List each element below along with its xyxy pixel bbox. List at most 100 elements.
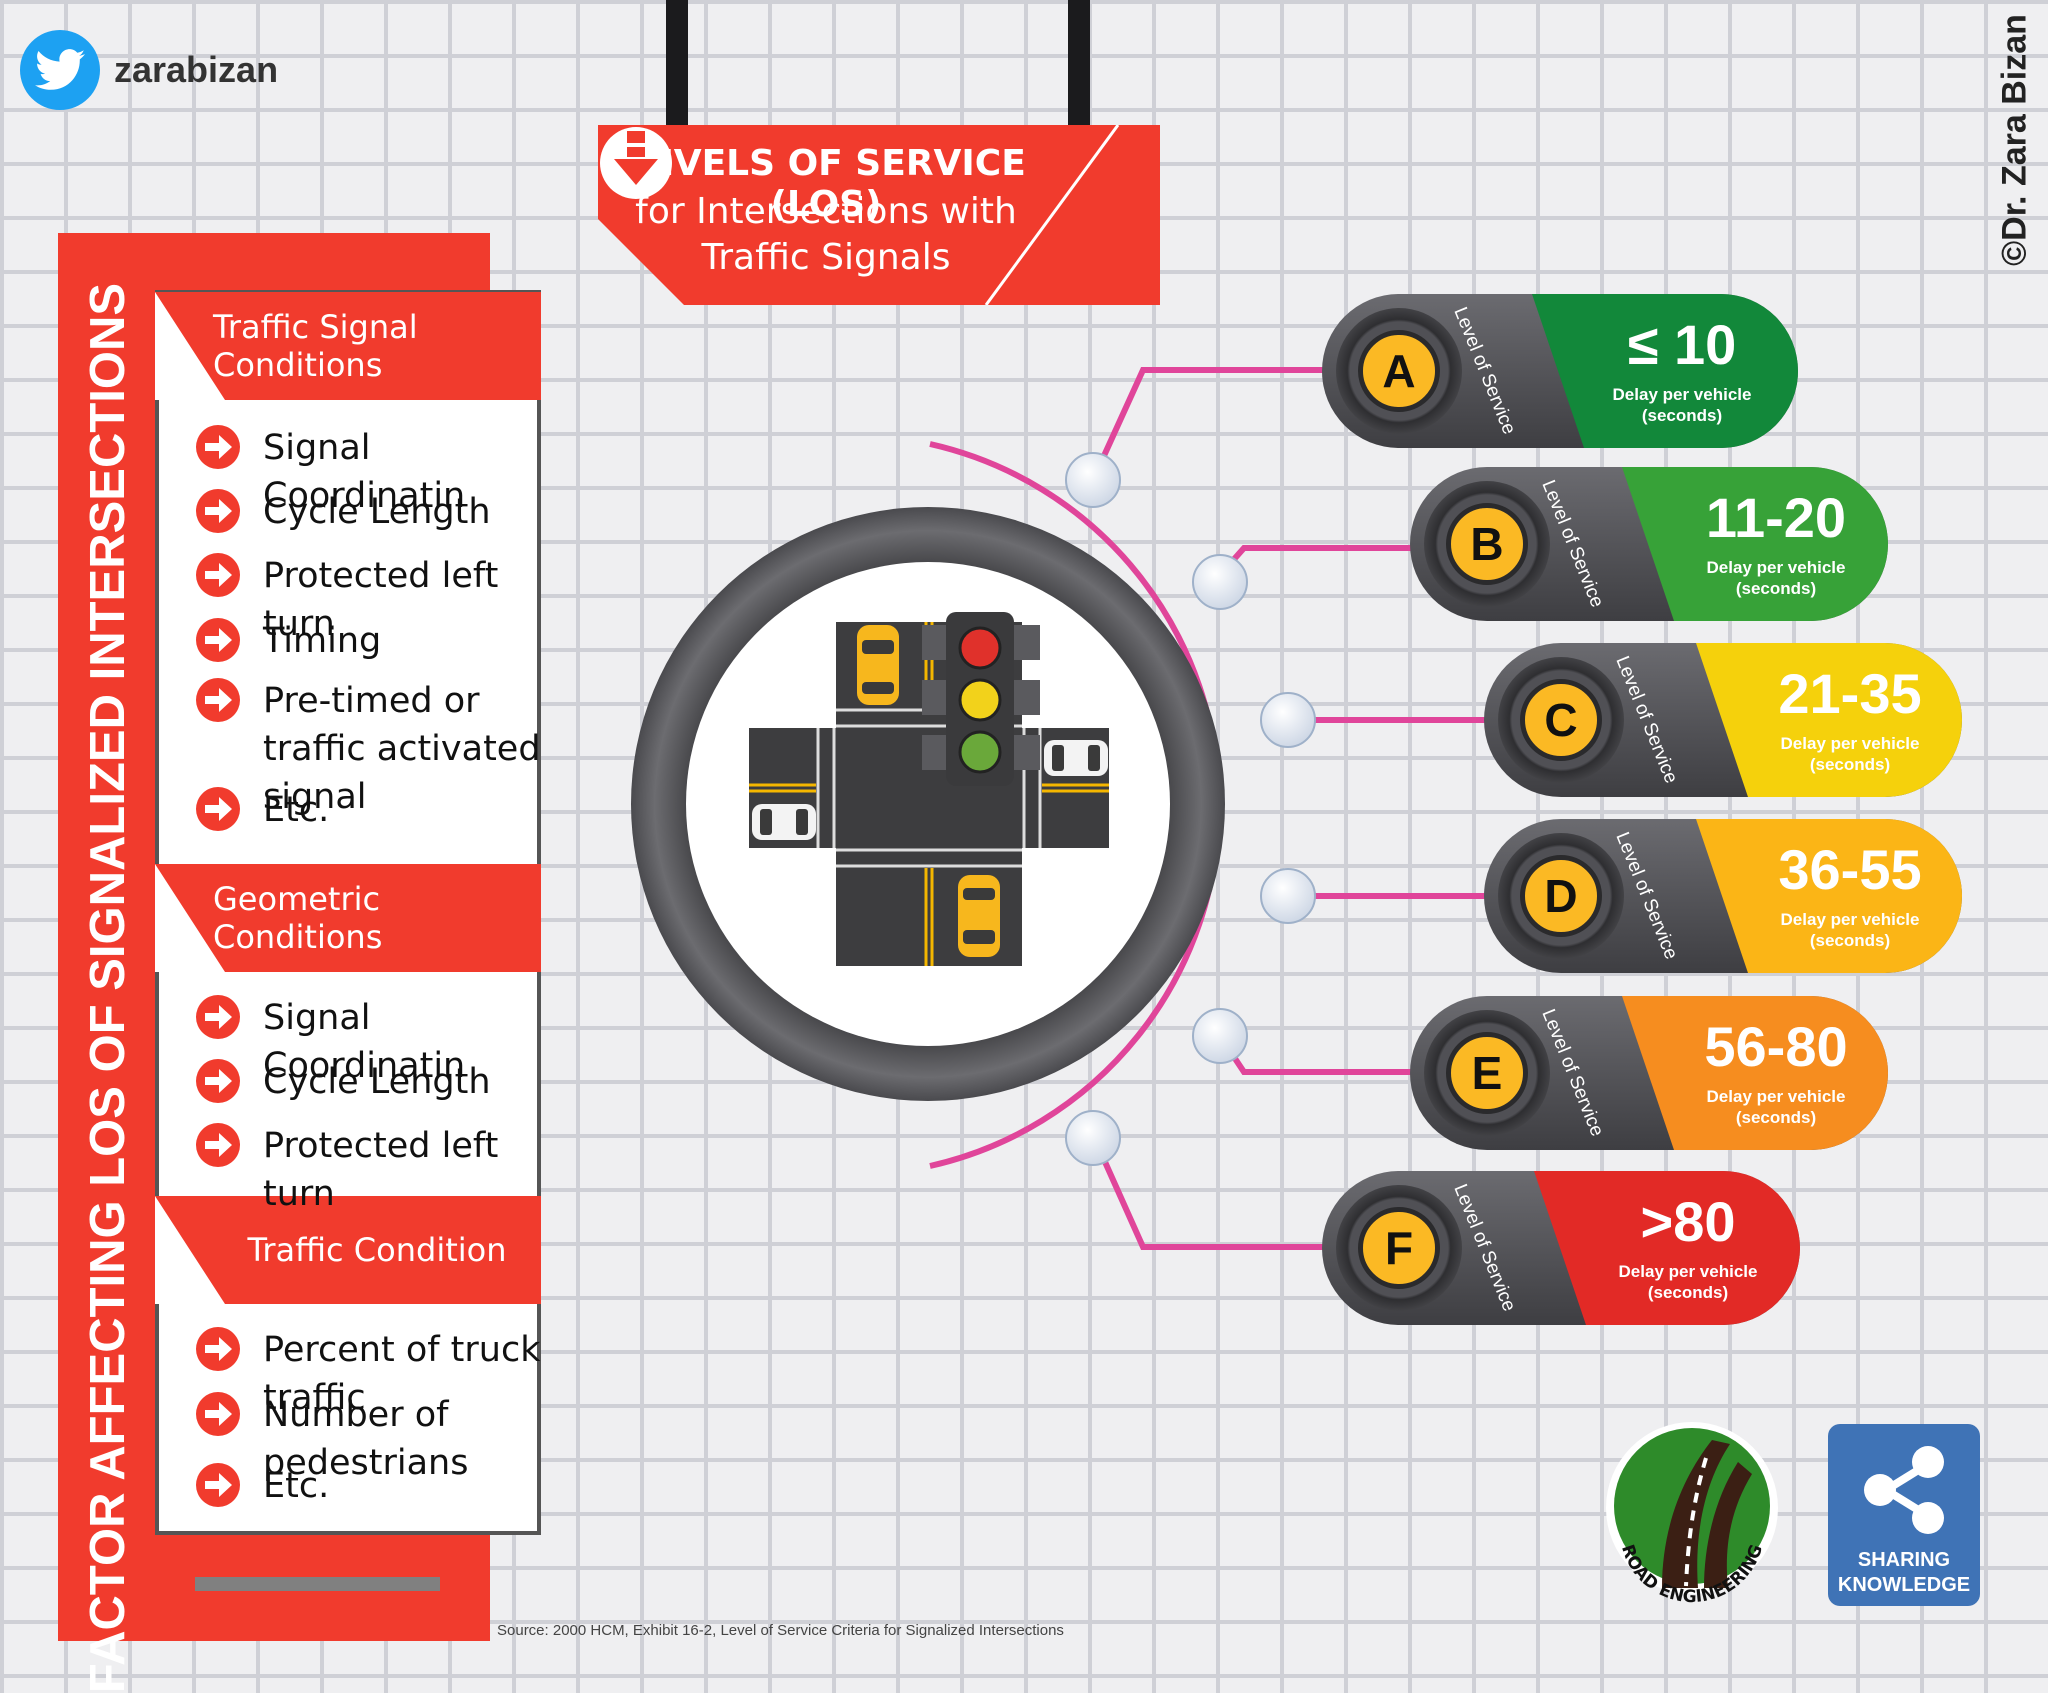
- los-card-a: A Level of Service ≤ 10 Delay per vehicl…: [1322, 294, 1798, 448]
- list-item-text: Percent of truck traffic: [263, 1330, 541, 1418]
- list-item: Cycle Length: [195, 488, 563, 536]
- delay-value: 56-80: [1704, 1015, 1848, 1078]
- list-item-text: Etc.: [263, 1466, 330, 1506]
- arrow-right-icon: [196, 787, 240, 831]
- delay-caption: Delay per vehicle: [1780, 734, 1920, 753]
- twitter-handle[interactable]: zarabizan: [114, 49, 279, 90]
- title-line-1: LEVELS OF SERVICE (LOS): [626, 143, 1026, 225]
- los-label: Level of Service: [1449, 1181, 1520, 1315]
- los-card-e: E Level of Service 56-80 Delay per vehic…: [1410, 996, 1888, 1150]
- section-heading-geometric: Geometric Conditions: [155, 864, 541, 972]
- list-item: Timing: [195, 617, 563, 665]
- road-engineering-logo[interactable]: ROAD ENGINEERING: [1602, 1418, 1782, 1618]
- list-item-text: Etc.: [263, 790, 330, 830]
- list-item-text: Number of pedestrians: [263, 1395, 469, 1483]
- sign-rod-left: [666, 0, 688, 125]
- los-card-d: D Level of Service 36-55 Delay per vehic…: [1484, 819, 1962, 973]
- white-car-icon: [1044, 740, 1108, 776]
- delay-value: ≤ 10: [1627, 313, 1737, 376]
- grade-badge: C: [1520, 679, 1602, 761]
- delay-value: 21-35: [1778, 662, 1922, 725]
- list-item-text: Cycle Length: [263, 492, 491, 532]
- list-item-text: Pre-timed or traffic activated signal: [263, 681, 541, 817]
- delay-value: >80: [1640, 1190, 1736, 1253]
- los-card-f: F Level of Service >80 Delay per vehicle…: [1322, 1171, 1800, 1325]
- list-item: Pre-timed or traffic activated signal: [195, 677, 563, 821]
- arrow-right-icon: [196, 1327, 240, 1371]
- arrow-right-icon: [196, 1392, 240, 1436]
- share-line-1: SHARING: [1857, 1549, 1951, 1571]
- delay-value: 36-55: [1778, 838, 1922, 901]
- delay-unit: (seconds): [1735, 1108, 1817, 1127]
- sign-rod-right: [1068, 0, 1090, 125]
- grade-badge: A: [1358, 330, 1440, 412]
- list-item: Etc.: [195, 1462, 563, 1510]
- down-arrow-icon: [600, 127, 672, 199]
- delay-unit: (seconds): [1809, 931, 1891, 950]
- title-board: LEVELS OF SERVICE (LOS) for Intersection…: [598, 125, 1160, 305]
- list-item: Etc.: [195, 786, 563, 834]
- list-item: Signal Coordinatin: [195, 424, 563, 520]
- grade-badge: D: [1520, 855, 1602, 937]
- arrow-right-icon: [196, 425, 240, 469]
- delay-caption: Delay per vehicle: [1706, 1087, 1846, 1106]
- section-heading-signal: Traffic Signal Conditions: [155, 292, 541, 400]
- list-item: Signal Coordinatin: [195, 994, 563, 1090]
- taxi-car-icon: [857, 625, 899, 705]
- title-line-2: for Intersections with: [635, 191, 1017, 232]
- grade-badge: E: [1446, 1032, 1528, 1114]
- section-heading-text: Geometric Conditions: [213, 880, 383, 956]
- list-item-text: Signal Coordinatin: [263, 998, 466, 1086]
- delay-caption: Delay per vehicle: [1618, 1262, 1758, 1281]
- los-card-c: C Level of Service 21-35 Delay per vehic…: [1484, 643, 1962, 797]
- list-item: Percent of truck traffic: [195, 1326, 563, 1422]
- los-label: Level of Service: [1537, 477, 1608, 611]
- arrow-right-icon: [196, 995, 240, 1039]
- los-label: Level of Service: [1611, 653, 1682, 787]
- delay-caption: Delay per vehicle: [1612, 385, 1752, 404]
- connector-nodes: [1065, 452, 1316, 1166]
- traffic-light-icon: [922, 612, 1040, 786]
- list-item-text: Protected left turn: [263, 1126, 499, 1214]
- list-item: Cycle Length: [195, 1058, 563, 1106]
- list-item: Protected left turn: [195, 1122, 563, 1218]
- list-item-text: Signal Coordinatin: [263, 428, 466, 516]
- delay-value: 11-20: [1705, 486, 1847, 549]
- share-line-2: KNOWLEDGE: [1837, 1574, 1971, 1596]
- delay-unit: (seconds): [1735, 579, 1817, 598]
- delay-unit: (seconds): [1641, 406, 1723, 425]
- los-label: Level of Service: [1537, 1006, 1608, 1140]
- intersection-illustration: [631, 367, 1490, 1250]
- los-card-b: B Level of Service 11-20 Delay per vehic…: [1410, 467, 1888, 621]
- arrow-right-icon: [196, 1059, 240, 1103]
- delay-caption: Delay per vehicle: [1780, 910, 1920, 929]
- grade-badge: B: [1446, 503, 1528, 585]
- list-item: Protected left turn: [195, 552, 563, 648]
- arrow-right-icon: [196, 678, 240, 722]
- share-icon: [1864, 1446, 1944, 1534]
- grade-badge: F: [1358, 1207, 1440, 1289]
- list-item-text: Cycle Length: [263, 1062, 491, 1102]
- section-heading-text: Traffic Condition: [247, 1231, 507, 1269]
- taxi-car-icon: [958, 875, 1000, 957]
- delay-unit: (seconds): [1647, 1283, 1729, 1302]
- arrow-right-icon: [196, 1123, 240, 1167]
- arrow-right-icon: [196, 1463, 240, 1507]
- section-heading-text: Traffic Signal Conditions: [213, 308, 418, 384]
- decorative-bar: [195, 1577, 440, 1591]
- twitter-handle-block: zarabizan: [20, 30, 278, 110]
- section-heading-traffic: Traffic Condition: [155, 1196, 541, 1304]
- los-label: Level of Service: [1611, 829, 1682, 963]
- list-item: Number of pedestrians: [195, 1391, 563, 1487]
- arrow-right-icon: [196, 553, 240, 597]
- delay-caption: Delay per vehicle: [1706, 558, 1846, 577]
- source-citation: Source: 2000 HCM, Exhibit 16-2, Level of…: [497, 1622, 1064, 1639]
- title-line-3: Traffic Signals: [701, 237, 951, 278]
- list-item-text: Protected left turn: [263, 556, 499, 644]
- los-label: Level of Service: [1449, 304, 1520, 438]
- list-item-text: Timing: [263, 621, 382, 661]
- arrow-right-icon: [196, 489, 240, 533]
- sharing-knowledge-badge[interactable]: SHARING KNOWLEDGE: [1828, 1424, 1980, 1606]
- twitter-bird-icon: [20, 30, 100, 110]
- white-car-icon: [752, 804, 816, 840]
